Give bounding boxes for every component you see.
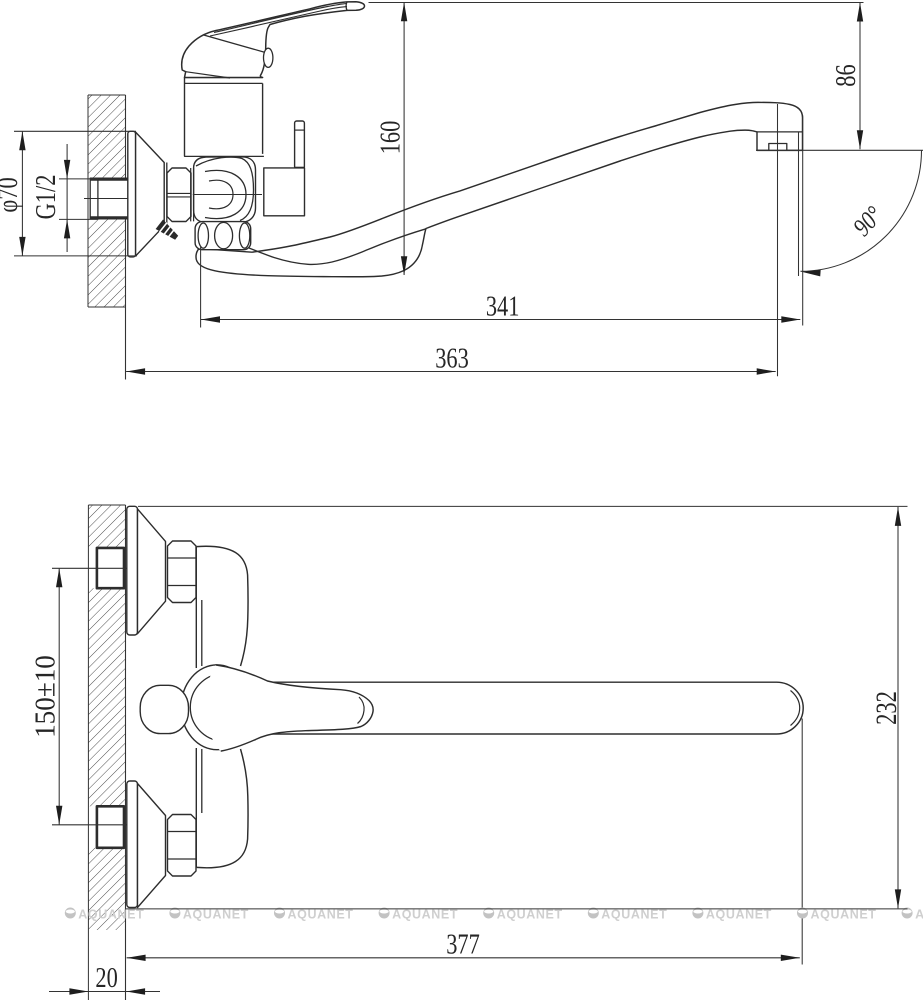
svg-text:AQUANET: AQUANET: [915, 908, 923, 922]
svg-text:AQUANET: AQUANET: [288, 908, 354, 922]
svg-text:90°: 90°: [848, 201, 889, 242]
svg-text:AQUANET: AQUANET: [497, 908, 563, 922]
svg-text:AQUANET: AQUANET: [706, 908, 772, 922]
svg-text:AQUANET: AQUANET: [811, 908, 877, 922]
svg-text:341: 341: [486, 291, 520, 322]
svg-text:363: 363: [435, 343, 469, 374]
svg-text:AQUANET: AQUANET: [601, 908, 667, 922]
svg-text:150±10: 150±10: [29, 655, 60, 738]
svg-text:G1/2: G1/2: [31, 175, 62, 220]
svg-text:AQUANET: AQUANET: [78, 908, 144, 922]
svg-text:86: 86: [831, 64, 862, 86]
svg-text:377: 377: [446, 929, 480, 960]
svg-text:φ70: φ70: [0, 177, 23, 212]
svg-text:20: 20: [95, 963, 117, 994]
svg-text:232: 232: [869, 691, 903, 725]
svg-text:160: 160: [375, 121, 406, 155]
svg-text:AQUANET: AQUANET: [183, 908, 249, 922]
svg-text:AQUANET: AQUANET: [392, 908, 458, 922]
